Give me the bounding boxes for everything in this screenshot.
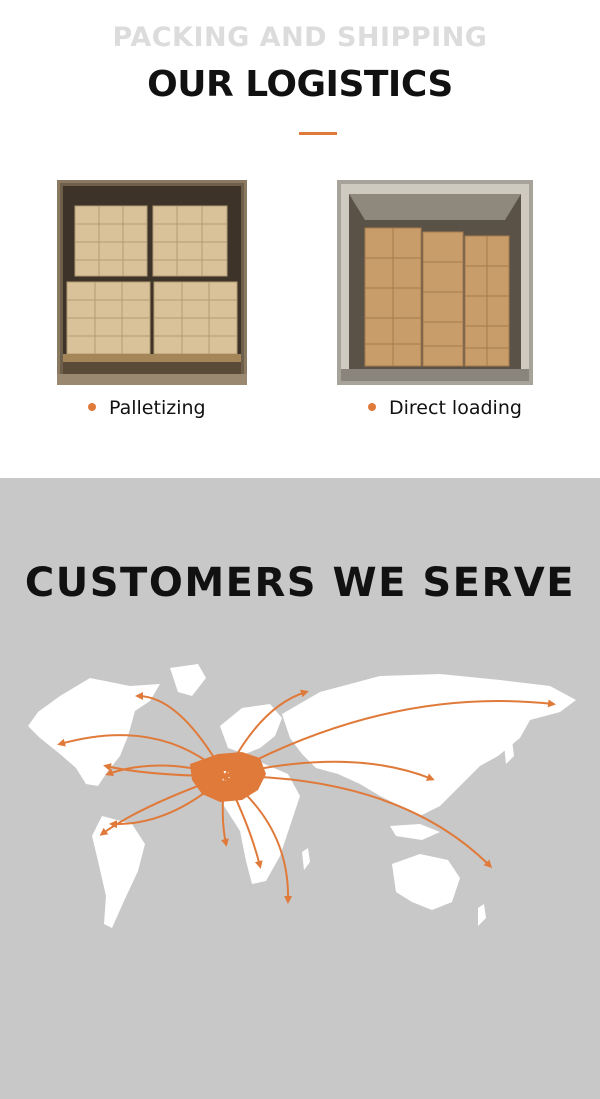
bullet-dot-icon: [368, 403, 376, 411]
palletizing-caption: Palletizing: [88, 397, 206, 421]
logistics-section: PACKING AND SHIPPING OUR LOGISTICS: [0, 0, 600, 478]
continents: [28, 664, 576, 928]
container-pallets-image: [57, 180, 247, 385]
shipping-routes: [57, 689, 556, 904]
section-title: OUR LOGISTICS: [147, 64, 453, 105]
customers-title: CUSTOMERS WE SERVE: [24, 560, 576, 606]
customers-section: CUSTOMERS WE SERVE: [0, 478, 600, 1099]
palletizing-photo: [57, 180, 247, 385]
direct-loading-caption: Direct loading: [368, 397, 522, 421]
direct-loading-photo: [337, 180, 533, 385]
title-accent-divider: [299, 132, 337, 135]
direct-loading-label: Direct loading: [389, 397, 522, 419]
section-kicker: PACKING AND SHIPPING: [112, 22, 488, 53]
palletizing-label: Palletizing: [109, 397, 206, 419]
world-map-routes-image: [28, 664, 576, 928]
world-map: [20, 656, 585, 996]
bullet-dot-icon: [88, 403, 96, 411]
container-boxes-image: [337, 180, 533, 385]
